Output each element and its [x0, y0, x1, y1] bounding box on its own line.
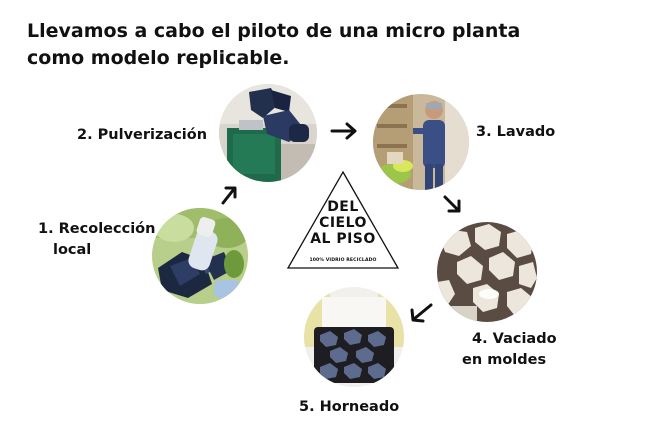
glass-crusher-machine-photo: [219, 84, 317, 182]
triangle-logo-icon: [286, 170, 400, 269]
logo-line-3: AL PISO: [310, 231, 376, 247]
step-5-label: 5. Horneado: [299, 397, 399, 418]
step-2-label: 2. Pulverización: [77, 125, 207, 146]
arrow-icon: [410, 303, 433, 323]
arrow-icon: [330, 122, 357, 140]
step-4-photo: [437, 222, 537, 322]
headline-line-2: como modelo replicable.: [27, 47, 290, 69]
step-4-label: 4. Vaciado en moldes: [462, 329, 557, 371]
glass-bottle-bags-photo: [152, 208, 248, 304]
step-4-label-line-2: en moldes: [462, 352, 547, 368]
arrow-icon: [221, 186, 237, 205]
step-2-label-line-1: 2. Pulverización: [77, 127, 208, 143]
step-3-label-line-1: 3. Lavado: [476, 124, 556, 140]
step-5-photo: [304, 287, 404, 387]
step-1-label: 1. Recolección local: [38, 219, 155, 261]
arrow-icon: [443, 195, 461, 213]
step-5-label-line-1: 5. Horneado: [299, 399, 400, 415]
kiln-tray-photo: [304, 287, 404, 387]
headline: Llevamos a cabo el piloto de una micro p…: [27, 18, 520, 72]
hexagon-molds-photo: [437, 222, 537, 322]
step-1-label-line-2: local: [53, 242, 92, 258]
logo-tagline: 100% VIDRIO RECICLADO: [309, 258, 377, 263]
headline-line-1: Llevamos a cabo el piloto de una micro p…: [27, 20, 521, 42]
step-1-photo: [152, 208, 248, 304]
logo-line-1: DEL: [327, 199, 359, 215]
step-4-label-line-1: 4. Vaciado: [472, 331, 557, 347]
del-cielo-al-piso-logo: DEL CIELO AL PISO 100% VIDRIO RECICLADO: [284, 170, 402, 272]
step-1-label-line-1: 1. Recolección: [38, 221, 156, 237]
logo-line-2: CIELO: [319, 215, 367, 231]
step-2-photo: [219, 84, 317, 182]
step-3-label: 3. Lavado: [476, 122, 555, 143]
